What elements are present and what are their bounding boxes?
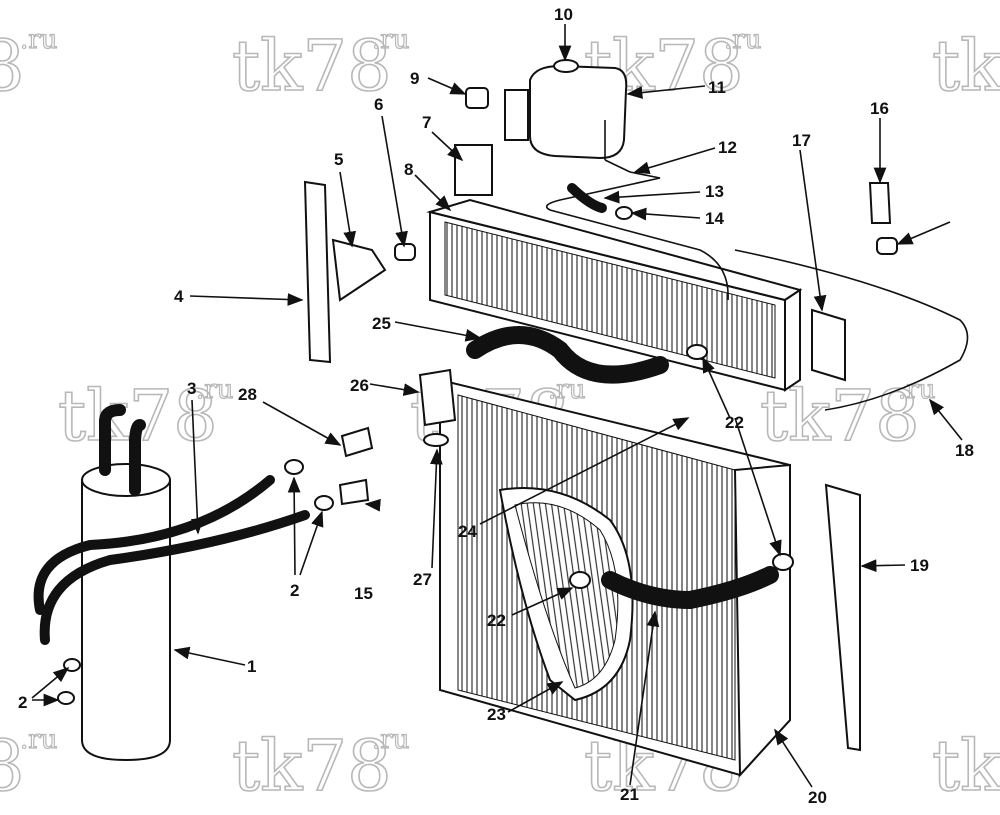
cooler-hose [39,510,310,645]
surge-tank [504,59,631,173]
hose-clamp [615,206,633,220]
callout-25: 25 [372,314,391,333]
callout-5: 5 [334,150,343,169]
callout-21: 21 [620,785,639,804]
callout-11: 11 [708,78,726,97]
cooler-hose [33,475,275,615]
callout-17: 17 [792,131,811,150]
mount-bracket [868,182,892,224]
watermark-suffix: .ru [372,725,409,755]
callout-7: 7 [422,113,431,132]
callout-26: 26 [350,376,369,395]
hose-clamp [57,691,75,705]
clamp [876,237,898,255]
callout-19: 19 [910,556,929,575]
elbow-fitting [340,426,374,458]
hose-clamp [314,495,334,511]
callout-2: 2 [290,581,299,600]
hose-clamp [569,571,591,589]
callout-3: 3 [187,379,196,398]
callout-4: 4 [174,287,184,306]
callout-13: 13 [705,182,724,201]
thermostat-housing [418,368,457,447]
elbow-fitting [338,478,370,506]
watermark-text: tk78 [232,25,392,107]
callout-12: 12 [718,138,737,157]
side-bracket [824,483,861,752]
callout-labels: 1 2 2 3 4 5 6 7 8 9 10 11 12 13 14 15 16… [18,5,974,807]
upper-radiator-core [426,198,803,392]
callout-24: 24 [458,522,477,541]
callout-28: 28 [238,385,257,404]
watermark-suffix: .ru [196,375,233,405]
watermark-suffix: .ru [20,725,57,755]
oil-cooler [81,404,171,762]
callout-20: 20 [808,788,827,807]
callout-6: 6 [374,95,383,114]
callout-8: 8 [404,160,413,179]
upper-hose [466,326,669,384]
callout-16: 16 [870,99,889,118]
callout-15: 15 [354,584,373,603]
watermark-text: 8 [0,725,25,807]
watermark-text: tk [932,25,1000,107]
callout-9: 9 [410,69,419,88]
watermark-suffix: .ru [724,25,761,55]
hose-clamp [284,459,304,475]
gasket [465,87,489,109]
bracket [454,144,493,196]
mount-bracket [331,238,387,302]
callout-22: 22 [725,413,744,432]
lower-hose [601,566,779,610]
mount-bracket [811,308,846,382]
callout-14: 14 [705,209,724,228]
callout-18: 18 [955,441,974,460]
watermark-text: tk78 [232,725,392,807]
watermark-text: 8 [0,25,25,107]
vent-line [545,171,729,301]
callout-2-lower: 2 [18,693,27,712]
overflow-tube [734,249,969,411]
watermark-text: tk [932,725,1000,807]
callout-23: 23 [487,705,506,724]
callout-22-lower: 22 [487,611,506,630]
clamp [394,243,416,261]
callout-10: 10 [554,5,573,24]
hose-clamp [686,344,708,360]
small-hose [567,183,607,213]
callout-arrows [31,24,963,788]
callout-27: 27 [413,570,432,589]
callout-1: 1 [247,657,256,676]
watermark-suffix: .ru [548,375,585,405]
hose-clamp [772,553,794,571]
watermark-suffix: .ru [372,25,409,55]
side-bracket [303,180,332,364]
watermark-suffix: .ru [20,25,57,55]
